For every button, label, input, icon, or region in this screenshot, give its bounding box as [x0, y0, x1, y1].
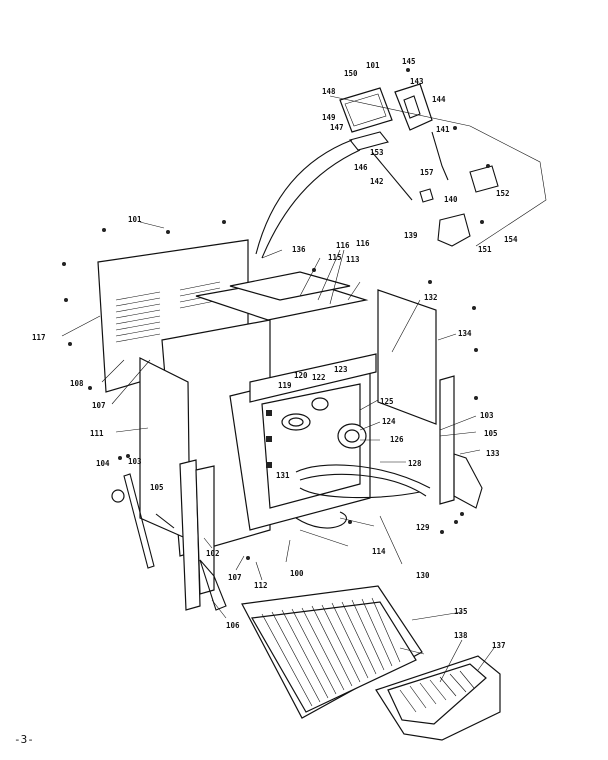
rear-right-panel [377, 289, 437, 425]
callout-123: 123 [334, 365, 348, 374]
callout-129: 129 [416, 523, 430, 532]
callout-135: 135 [454, 607, 468, 616]
callout-154: 154 [504, 235, 518, 244]
callout-103-right: 103 [480, 411, 494, 420]
callout-114: 114 [372, 547, 386, 556]
broiler-pan [375, 655, 501, 741]
screws [62, 220, 478, 560]
callout-138: 138 [454, 631, 468, 640]
callout-137: 137 [492, 641, 506, 650]
callout-146: 146 [354, 163, 368, 172]
callout-labels: 101 145 150 143 148 144 149 147 141 153 … [32, 57, 518, 650]
callout-151: 151 [478, 245, 492, 254]
callout-157: 157 [420, 168, 434, 177]
callout-116-a: 116 [336, 241, 350, 250]
callout-107-lower: 107 [228, 573, 242, 582]
callout-126: 126 [390, 435, 404, 444]
callout-104: 104 [96, 459, 110, 468]
callout-100: 100 [290, 569, 304, 578]
callout-152: 152 [496, 189, 510, 198]
callout-139: 139 [404, 231, 418, 240]
callout-141: 141 [436, 125, 450, 134]
callout-107-upper: 107 [92, 401, 106, 410]
callout-112: 112 [254, 581, 268, 590]
callout-147: 147 [330, 123, 344, 132]
callout-145: 145 [402, 57, 416, 66]
callout-133: 133 [486, 449, 500, 458]
callout-122: 122 [312, 373, 326, 382]
callout-150: 150 [344, 69, 358, 78]
leader-lines [61, 221, 495, 683]
callout-149: 149 [322, 113, 336, 122]
callout-102: 102 [206, 549, 220, 558]
callout-130: 130 [416, 571, 430, 580]
callout-115: 115 [328, 253, 342, 262]
callout-148: 148 [322, 87, 336, 96]
callout-142: 142 [370, 177, 384, 186]
callout-136: 136 [292, 245, 306, 254]
page-number: -3- [14, 733, 34, 746]
burner-assembly [281, 397, 431, 529]
callout-128: 128 [408, 459, 422, 468]
callout-124: 124 [382, 417, 396, 426]
panel-leader-arrow [255, 139, 353, 255]
callout-153: 153 [370, 148, 384, 157]
callout-131: 131 [276, 471, 290, 480]
callout-120: 120 [294, 371, 308, 380]
callout-117: 117 [32, 333, 46, 342]
side-rails [123, 375, 483, 611]
callout-125: 125 [380, 397, 394, 406]
callout-108: 108 [70, 379, 84, 388]
callout-143: 143 [410, 77, 424, 86]
callout-111: 111 [90, 429, 104, 438]
callout-132: 132 [424, 293, 438, 302]
callout-106: 106 [226, 621, 240, 630]
callout-144: 144 [432, 95, 446, 104]
callout-113: 113 [346, 255, 360, 264]
nut-104 [111, 489, 125, 503]
control-panel-assembly [329, 68, 547, 247]
callout-101-top: 101 [366, 61, 380, 70]
callout-103-left: 103 [128, 457, 142, 466]
callout-105-right: 105 [484, 429, 498, 438]
callout-101-left: 101 [128, 215, 142, 224]
callout-134: 134 [458, 329, 472, 338]
callout-119: 119 [278, 381, 292, 390]
callout-105-left: 105 [150, 483, 164, 492]
callout-116-b: 116 [356, 239, 370, 248]
oven-rack [241, 585, 423, 719]
callout-140: 140 [444, 195, 458, 204]
